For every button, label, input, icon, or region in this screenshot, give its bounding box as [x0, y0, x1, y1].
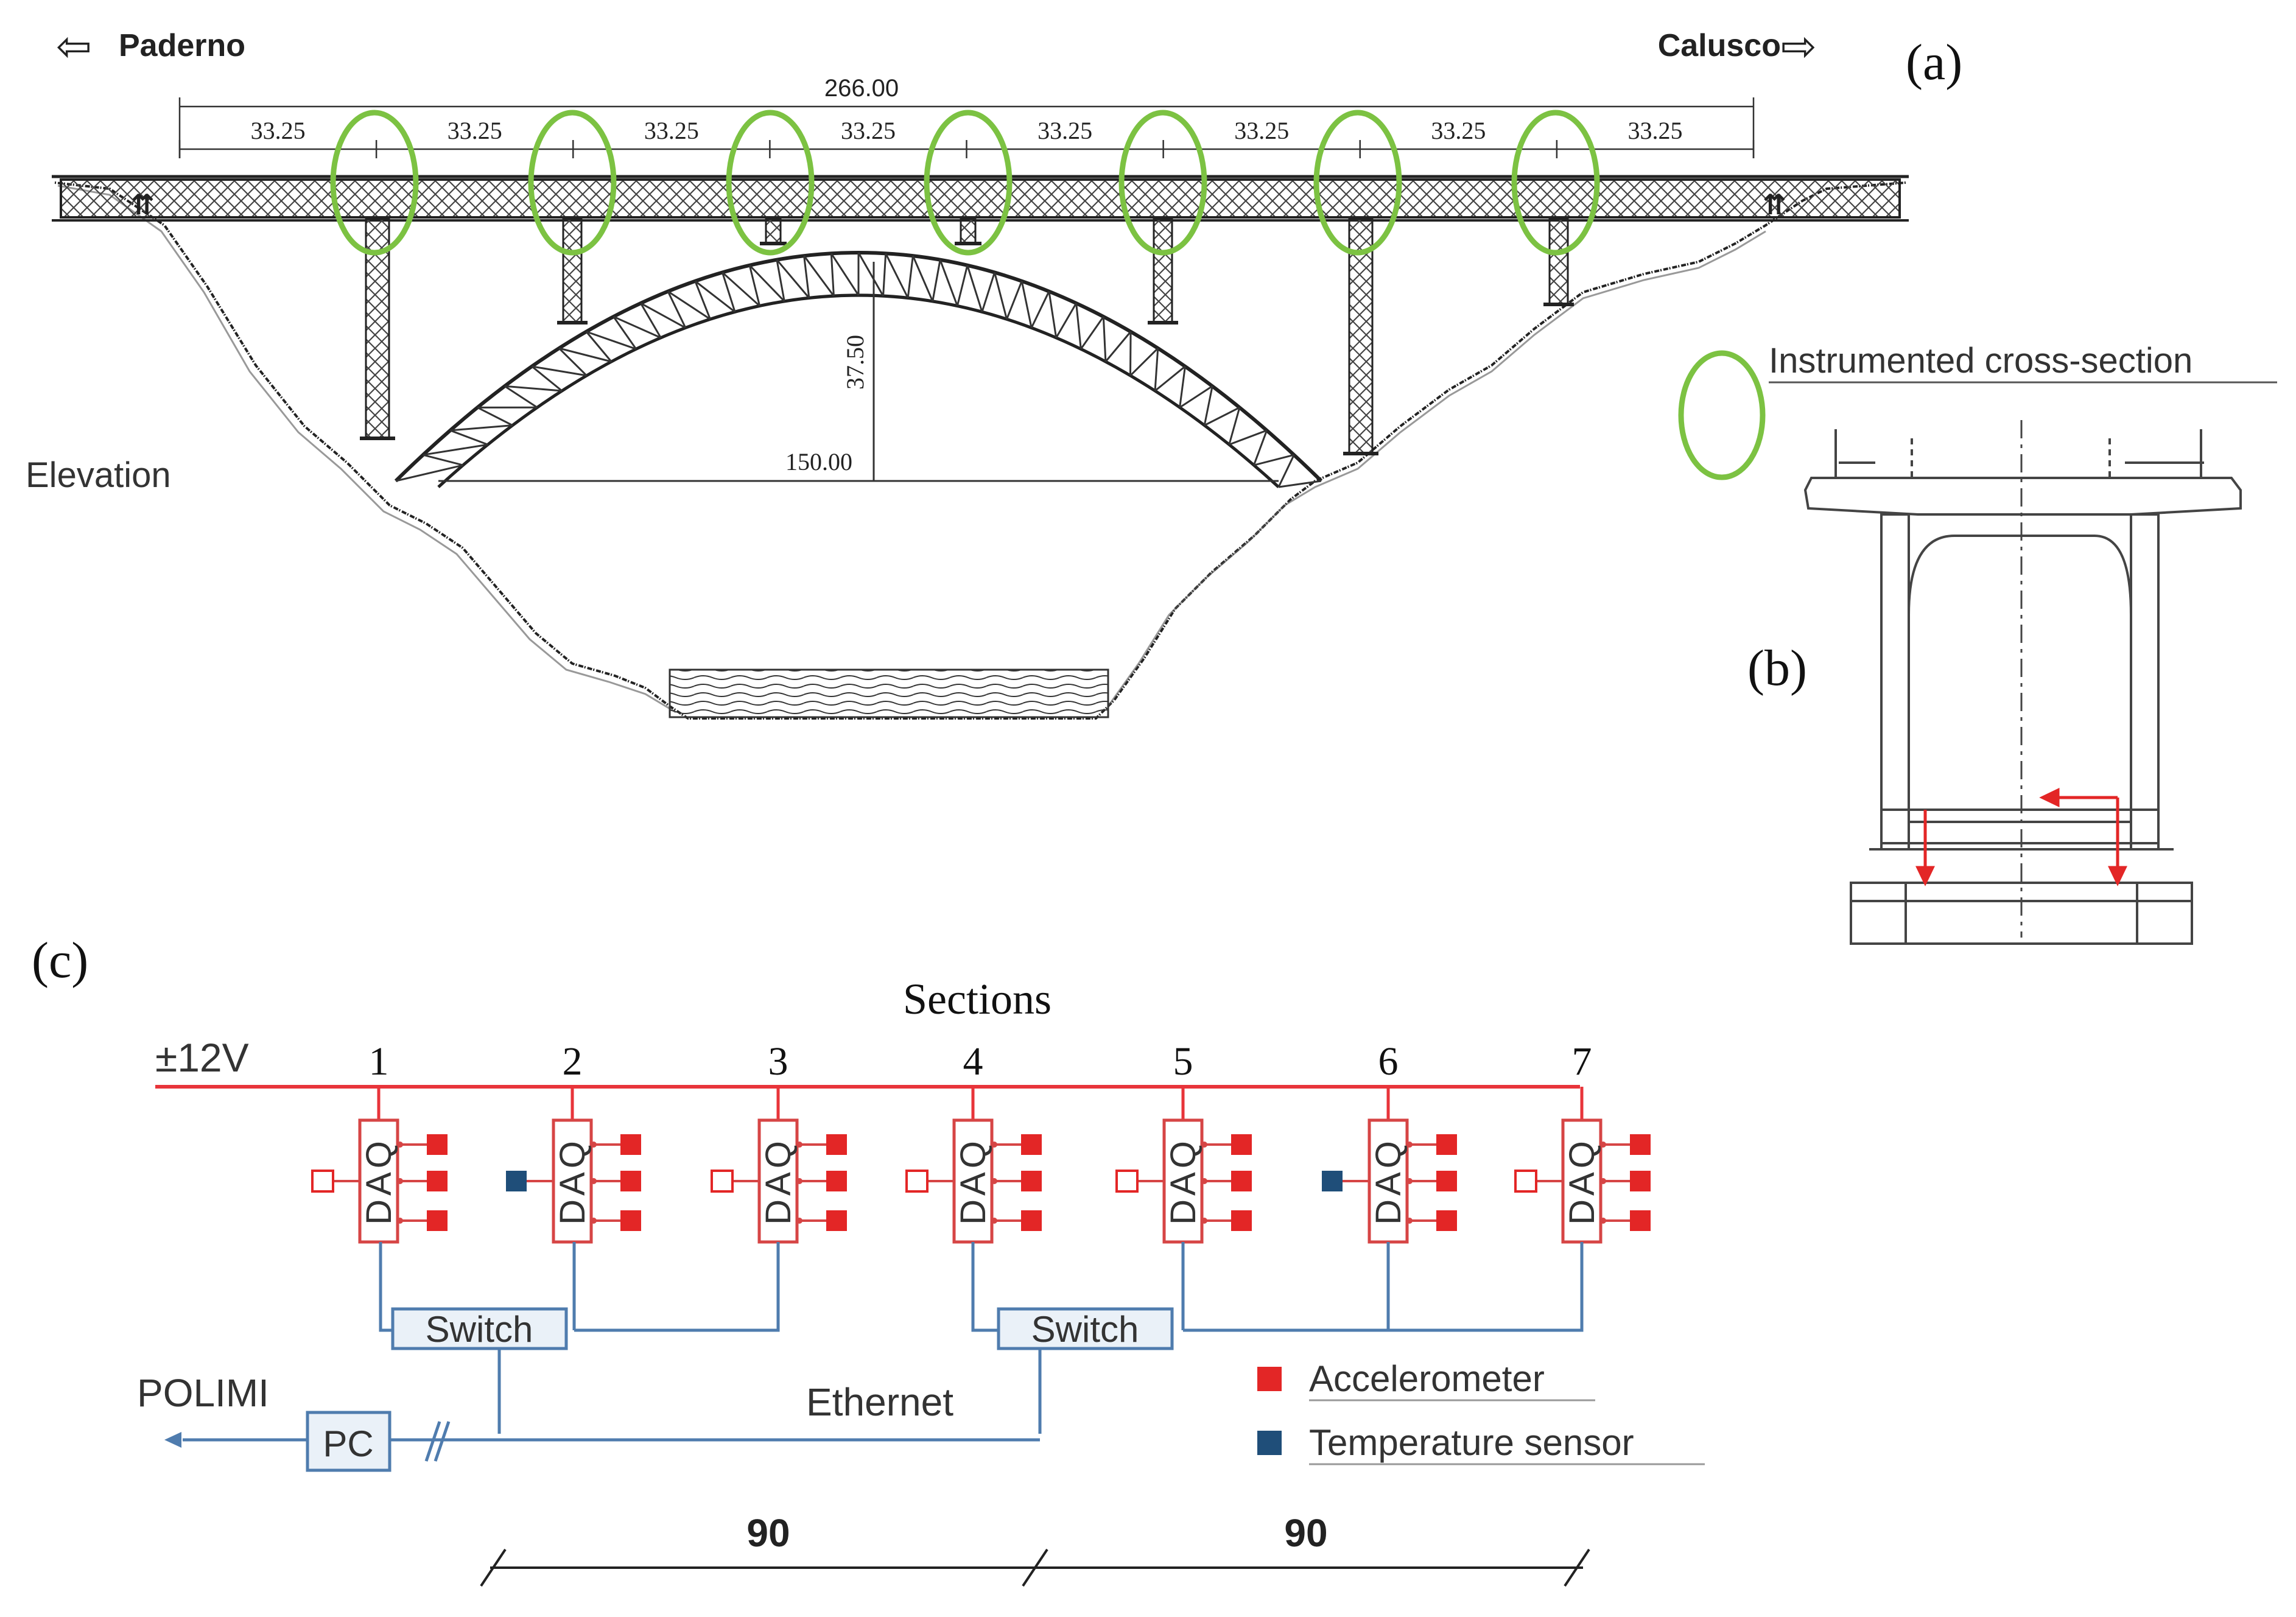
accelerometer-icon — [1021, 1210, 1042, 1231]
panel-label-c: (c) — [32, 932, 88, 989]
pc-label: PC — [323, 1423, 373, 1464]
section-number: 4 — [963, 1039, 983, 1084]
accelerometer-icon — [620, 1210, 641, 1231]
accelerometer-icon — [427, 1210, 448, 1231]
section-number: 1 — [369, 1039, 389, 1084]
daq-label: DAQ — [1369, 1137, 1408, 1225]
section-number: 2 — [563, 1039, 583, 1084]
panel-c: (c) Sections ±12V 1DAQ2DAQ3DAQ4DAQ5DAQ6D… — [32, 932, 1705, 1586]
distance-label-2: 90 — [1284, 1511, 1327, 1555]
right-arrow-icon: ⇨ — [1781, 23, 1817, 70]
span-label: 33.25 — [251, 117, 306, 144]
daq-label: DAQ — [759, 1137, 798, 1225]
accelerometer-icon — [620, 1171, 641, 1191]
span-label: 33.25 — [1037, 117, 1092, 144]
accelerometer-icon — [1021, 1134, 1042, 1155]
valley-ground-shade-right — [1108, 231, 1766, 706]
accelerometer-legend-label: Accelerometer — [1309, 1358, 1545, 1399]
accelerometer-icon — [620, 1134, 641, 1155]
span-label: 33.25 — [841, 117, 896, 144]
section-number: 5 — [1173, 1039, 1193, 1084]
accelerometer-icon — [427, 1134, 448, 1155]
temperature-sensor-icon — [506, 1171, 527, 1191]
accelerometer-icon — [1436, 1171, 1457, 1191]
arch-rise-label: 37.50 — [841, 335, 869, 390]
daq-label: DAQ — [359, 1137, 399, 1225]
panel-a: ⇈ ⇈ 266.00 33.25 33.25 33.25 33.25 33.25 33.2… — [26, 23, 1962, 718]
distance-label-1: 90 — [746, 1511, 790, 1555]
panel-label-b: (b) — [1747, 640, 1807, 696]
accelerometer-icon — [1630, 1134, 1651, 1155]
daq-label: DAQ — [553, 1137, 592, 1225]
accelerometer-icon — [1630, 1171, 1651, 1191]
temperature-legend-label: Temperature sensor — [1309, 1422, 1634, 1463]
accelerometer-icon — [427, 1171, 448, 1191]
accelerometer-icon — [1231, 1171, 1252, 1191]
spare-channel-icon — [712, 1171, 732, 1191]
legend-ring-icon — [1681, 353, 1763, 477]
daq-label: DAQ — [1562, 1137, 1602, 1225]
accelerometer-icon — [826, 1210, 847, 1231]
accelerometer-icon — [826, 1134, 847, 1155]
elevation-label: Elevation — [26, 455, 171, 495]
daq-label: DAQ — [953, 1137, 993, 1225]
spare-channel-icon — [907, 1171, 927, 1191]
instrumented-cross-section-label: Instrumented cross-section — [1769, 341, 2192, 381]
accelerometer-icon — [1231, 1210, 1252, 1231]
panel-label-a: (a) — [1906, 34, 1962, 91]
sections-title: Sections — [903, 975, 1051, 1023]
accelerometer-legend-icon — [1257, 1367, 1282, 1391]
switch-1-label: Switch — [426, 1309, 533, 1350]
spare-channel-icon — [312, 1171, 333, 1191]
abutment-left-icon: ⇈ — [131, 189, 155, 220]
sensor-legend: Accelerometer Temperature sensor — [1257, 1358, 1705, 1464]
accelerometer-icon — [1630, 1210, 1651, 1231]
accelerometer-icon — [826, 1171, 847, 1191]
section-number: 7 — [1572, 1039, 1592, 1084]
span-label: 33.25 — [1234, 117, 1289, 144]
valley-ground — [55, 183, 1906, 718]
arch-chord-label: 150.00 — [785, 448, 852, 475]
section-number: 3 — [768, 1039, 788, 1084]
cross-section-drawing — [1805, 420, 2241, 944]
span-label: 33.25 — [1627, 117, 1682, 144]
accelerometer-icon — [1436, 1134, 1457, 1155]
spare-channel-icon — [1515, 1171, 1536, 1191]
span-label: 33.25 — [644, 117, 699, 144]
span-label: 33.25 — [1431, 117, 1486, 144]
spare-channel-icon — [1117, 1171, 1137, 1191]
ethernet-label: Ethernet — [806, 1380, 953, 1424]
power-label: ±12V — [155, 1035, 249, 1080]
temperature-legend-icon — [1257, 1431, 1282, 1455]
daq-label: DAQ — [1164, 1137, 1203, 1225]
span-label: 33.25 — [448, 117, 502, 144]
river — [670, 670, 1108, 717]
accelerometer-icon — [1231, 1134, 1252, 1155]
panel-b: Instrumented cross-section — [1681, 341, 2277, 944]
polimi-label: POLIMI — [137, 1371, 269, 1415]
left-arrow-icon: ⇦ — [56, 23, 92, 70]
polimi-arrow-icon — [164, 1432, 181, 1448]
abutment-right-icon: ⇈ — [1763, 189, 1786, 220]
right-end-label: Calusco — [1658, 28, 1781, 63]
distance-dimension — [481, 1549, 1589, 1586]
accelerometer-icon — [1021, 1171, 1042, 1191]
switch-2-label: Switch — [1031, 1309, 1139, 1350]
total-span-label: 266.00 — [824, 75, 899, 102]
section-number: 6 — [1378, 1039, 1399, 1084]
left-end-label: Paderno — [119, 28, 245, 63]
temperature-sensor-icon — [1322, 1171, 1343, 1191]
accelerometer-icon — [1436, 1210, 1457, 1231]
